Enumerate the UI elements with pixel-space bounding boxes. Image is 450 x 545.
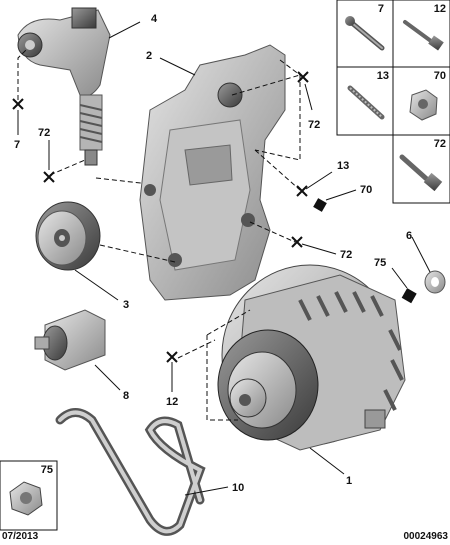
fastener-marker-72-mid [291, 236, 303, 248]
legend-label-7: 7 [378, 3, 384, 15]
callout-3: 3 [123, 299, 129, 311]
screw-icon [345, 16, 385, 51]
footer-reference: 00024963 [403, 531, 449, 542]
nut-marker-70 [313, 198, 327, 212]
callout-13: 13 [337, 160, 349, 172]
legend-label-72: 72 [434, 138, 446, 150]
legend-box-12: 12 [392, 0, 450, 68]
alternator-bracket-part [139, 44, 286, 301]
footer-date: 07/2013 [2, 531, 39, 542]
washer-part [424, 270, 446, 294]
fastener-marker-72-left [43, 171, 55, 183]
hex-nut-icon [9, 481, 43, 516]
stud-icon [347, 85, 385, 120]
callout-70: 70 [360, 184, 372, 196]
nut-marker-75 [401, 288, 417, 304]
fastener-marker-13 [296, 185, 308, 197]
callout-72-top: 72 [308, 119, 320, 131]
callout-4: 4 [151, 13, 158, 25]
legend-label-70: 70 [434, 70, 446, 82]
nut-icon [409, 89, 438, 121]
legend-box-7: 7 [336, 0, 394, 68]
callout-7: 7 [14, 139, 20, 151]
alternator-part [217, 264, 406, 451]
callout-2: 2 [146, 50, 152, 62]
tensioner-part [17, 7, 111, 166]
legend-box-72: 72 [392, 134, 450, 204]
callout-1: 1 [346, 475, 352, 487]
legend-box-13: 13 [336, 66, 394, 136]
callout-10: 10 [232, 482, 244, 494]
cylinder-part [34, 309, 106, 371]
fastener-marker-72-top [297, 71, 309, 83]
callout-6: 6 [406, 230, 412, 242]
fastener-marker-12 [166, 351, 178, 363]
callout-8: 8 [123, 390, 129, 402]
legend-label-12: 12 [434, 3, 446, 15]
idler-pulley-part [35, 201, 101, 271]
fastener-marker-7 [12, 98, 24, 110]
flange-bolt-icon [399, 154, 443, 192]
drive-belt-part [55, 408, 206, 536]
callout-75: 75 [374, 257, 386, 269]
callout-72-left: 72 [38, 127, 50, 139]
legend-label-75: 75 [41, 464, 53, 476]
bolt-icon [403, 20, 444, 51]
callout-12: 12 [166, 396, 178, 408]
legend-box-70: 70 [392, 66, 450, 136]
legend-box-75: 75 [0, 460, 58, 531]
callout-72-mid: 72 [340, 249, 352, 261]
legend-label-13: 13 [377, 70, 389, 82]
